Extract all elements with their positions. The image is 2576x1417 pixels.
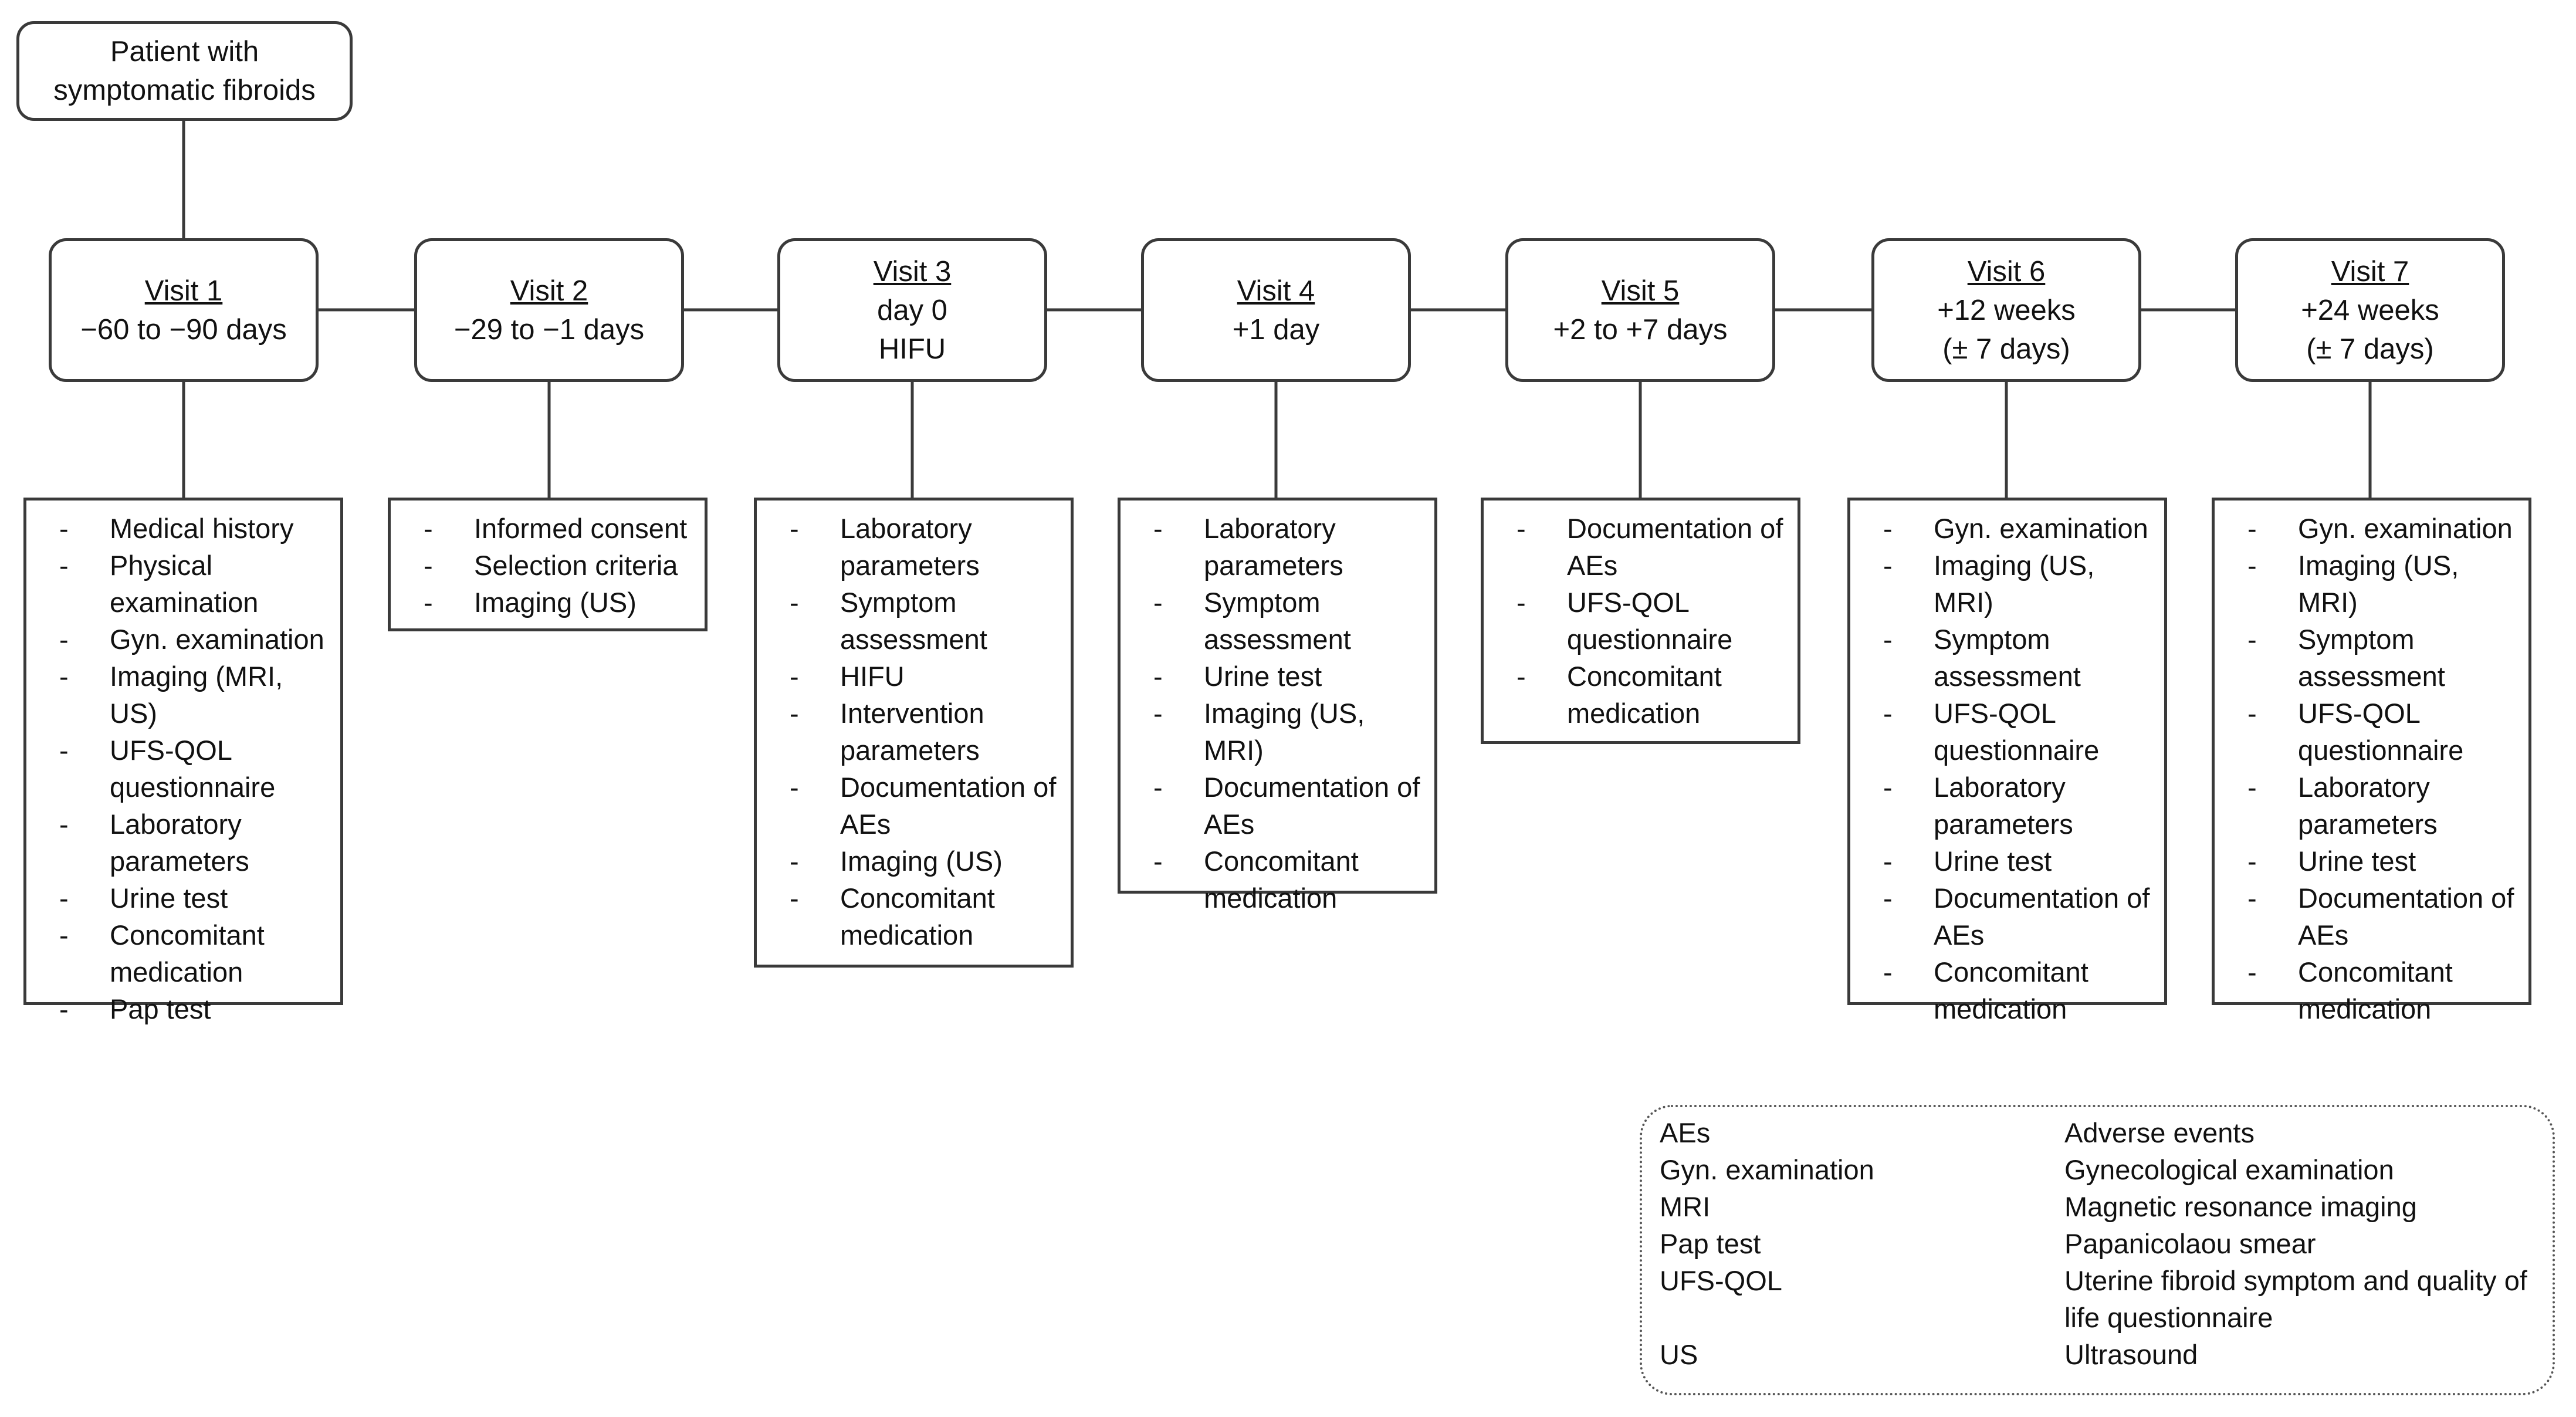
visit-7-box: Visit 7 +24 weeks (± 7 days)	[2235, 238, 2505, 382]
procedure-item: UFS-QOL questionnaire	[59, 732, 331, 806]
procedure-item: Concomitant medication	[1153, 843, 1425, 917]
procedure-item: Imaging (US, MRI)	[2247, 547, 2519, 621]
legend-abbr: Pap test	[1660, 1228, 1761, 1259]
procedure-item: Documentation of AEs	[790, 769, 1061, 843]
visit-timing: +12 weeks	[1937, 294, 2076, 326]
legend-definition: Uterine fibroid symptom and quality of l…	[2064, 1265, 2527, 1333]
procedure-item: Laboratory parameters	[2247, 769, 2519, 843]
procedure-item: Imaging (MRI, US)	[59, 658, 331, 732]
procedure-item: Physical examination	[59, 547, 331, 621]
procedure-item: UFS-QOL questionnaire	[2247, 695, 2519, 769]
visit-6-box: Visit 6 +12 weeks (± 7 days)	[1871, 238, 2141, 382]
procedure-item: Symptom assessment	[1153, 584, 1425, 658]
visit-timing: −60 to −90 days	[80, 313, 287, 346]
visit-title: Visit 4	[1237, 275, 1315, 307]
procedure-item: Concomitant medication	[1883, 953, 2155, 1027]
procedure-item: Concomitant medication	[790, 880, 1061, 953]
legend-abbr: US	[1660, 1339, 1698, 1370]
visit-2-box: Visit 2 −29 to −1 days	[414, 238, 684, 382]
procedure-item: Concomitant medication	[2247, 953, 2519, 1027]
procedure-item: Urine test	[2247, 843, 2519, 880]
procedure-item: Laboratory parameters	[59, 806, 331, 880]
visit-3-box: Visit 3 day 0 HIFU	[777, 238, 1047, 382]
procedure-item: Symptom assessment	[1883, 621, 2155, 695]
abbreviations-legend: AEs Adverse events Gyn. examination Gyne…	[1640, 1105, 2555, 1395]
visit-timing: −29 to −1 days	[453, 313, 645, 346]
procedure-item: Imaging (US)	[790, 843, 1061, 880]
legend-abbr: Gyn. examination	[1660, 1154, 1874, 1185]
legend-definition: Magnetic resonance imaging	[2064, 1191, 2417, 1222]
procedure-item: Urine test	[1883, 843, 2155, 880]
procedure-item: Symptom assessment	[2247, 621, 2519, 695]
procedure-item: UFS-QOL questionnaire	[1517, 584, 1788, 658]
visit-title: Visit 7	[2331, 255, 2409, 288]
procedure-item: Imaging (US)	[424, 584, 695, 621]
procedure-item: Imaging (US, MRI)	[1883, 547, 2155, 621]
visit-4-procedures: Laboratory parametersSymptom assessmentU…	[1118, 498, 1437, 914]
visit-timing: +1 day	[1232, 313, 1320, 346]
procedure-item: UFS-QOL questionnaire	[1883, 695, 2155, 769]
procedure-item: Laboratory parameters	[1883, 769, 2155, 843]
procedure-item: Documentation of AEs	[1517, 510, 1788, 584]
visit-5-procedures: Documentation of AEsUFS-QOL questionnair…	[1481, 498, 1800, 744]
visit-4-box: Visit 4 +1 day	[1141, 238, 1411, 382]
legend-abbr: UFS-QOL	[1660, 1265, 1782, 1296]
procedure-item: Informed consent	[424, 510, 695, 547]
visit-1-box: Visit 1 −60 to −90 days	[49, 238, 319, 382]
procedure-item: Urine test	[1153, 658, 1425, 695]
visit-6-procedures: Gyn. examinationImaging (US, MRI)Symptom…	[1847, 498, 2167, 1024]
visit-timing: day 0	[877, 294, 947, 326]
procedure-item: Urine test	[59, 880, 331, 917]
visit-title: Visit 2	[510, 275, 588, 307]
procedure-item: Gyn. examination	[2247, 510, 2519, 547]
start-box: Patient with symptomatic fibroids	[16, 21, 353, 121]
procedure-item: Selection criteria	[424, 547, 695, 584]
procedure-item: Pap test	[59, 990, 331, 1027]
visit-1-procedures: Medical historyPhysical examinationGyn. …	[23, 498, 343, 1027]
procedure-item: Gyn. examination	[1883, 510, 2155, 547]
procedure-item: Imaging (US, MRI)	[1153, 695, 1425, 769]
procedure-item: HIFU	[790, 658, 1061, 695]
visit-timing: +24 weeks	[2301, 294, 2439, 326]
legend-definition: Adverse events	[2064, 1117, 2255, 1148]
procedure-item: Documentation of AEs	[1153, 769, 1425, 843]
procedure-item: Concomitant medication	[1517, 658, 1788, 732]
start-line-1: Patient with	[110, 36, 259, 67]
visit-5-box: Visit 5 +2 to +7 days	[1505, 238, 1775, 382]
visit-timing: HIFU	[878, 333, 946, 365]
legend-definition: Gynecological examination	[2064, 1154, 2394, 1185]
procedure-item: Intervention parameters	[790, 695, 1061, 769]
visit-timing: (± 7 days)	[1942, 333, 2070, 365]
visit-7-procedures: Gyn. examinationImaging (US, MRI)Symptom…	[2212, 498, 2531, 1024]
visit-timing: +2 to +7 days	[1553, 313, 1728, 346]
visit-timing: (± 7 days)	[2306, 333, 2434, 365]
visit-title: Visit 6	[1967, 255, 2046, 288]
start-line-2: symptomatic fibroids	[53, 75, 316, 106]
legend-definition: Ultrasound	[2064, 1339, 2198, 1370]
visit-title: Visit 1	[144, 275, 223, 307]
procedure-item: Medical history	[59, 510, 331, 547]
visit-title: Visit 3	[873, 255, 952, 288]
visit-2-procedures: Informed consentSelection criteriaImagin…	[388, 498, 708, 631]
legend-abbr: MRI	[1660, 1191, 1711, 1222]
procedure-item: Laboratory parameters	[1153, 510, 1425, 584]
procedure-item: Symptom assessment	[790, 584, 1061, 658]
procedure-item: Concomitant medication	[59, 917, 331, 990]
legend-definition: Papanicolaou smear	[2064, 1228, 2316, 1259]
procedure-item: Gyn. examination	[59, 621, 331, 658]
legend-abbr: AEs	[1660, 1117, 1711, 1148]
visit-title: Visit 5	[1601, 275, 1680, 307]
procedure-item: Documentation of AEs	[2247, 880, 2519, 953]
visit-3-procedures: Laboratory parametersSymptom assessmentH…	[754, 498, 1074, 968]
procedure-item: Documentation of AEs	[1883, 880, 2155, 953]
procedure-item: Laboratory parameters	[790, 510, 1061, 584]
